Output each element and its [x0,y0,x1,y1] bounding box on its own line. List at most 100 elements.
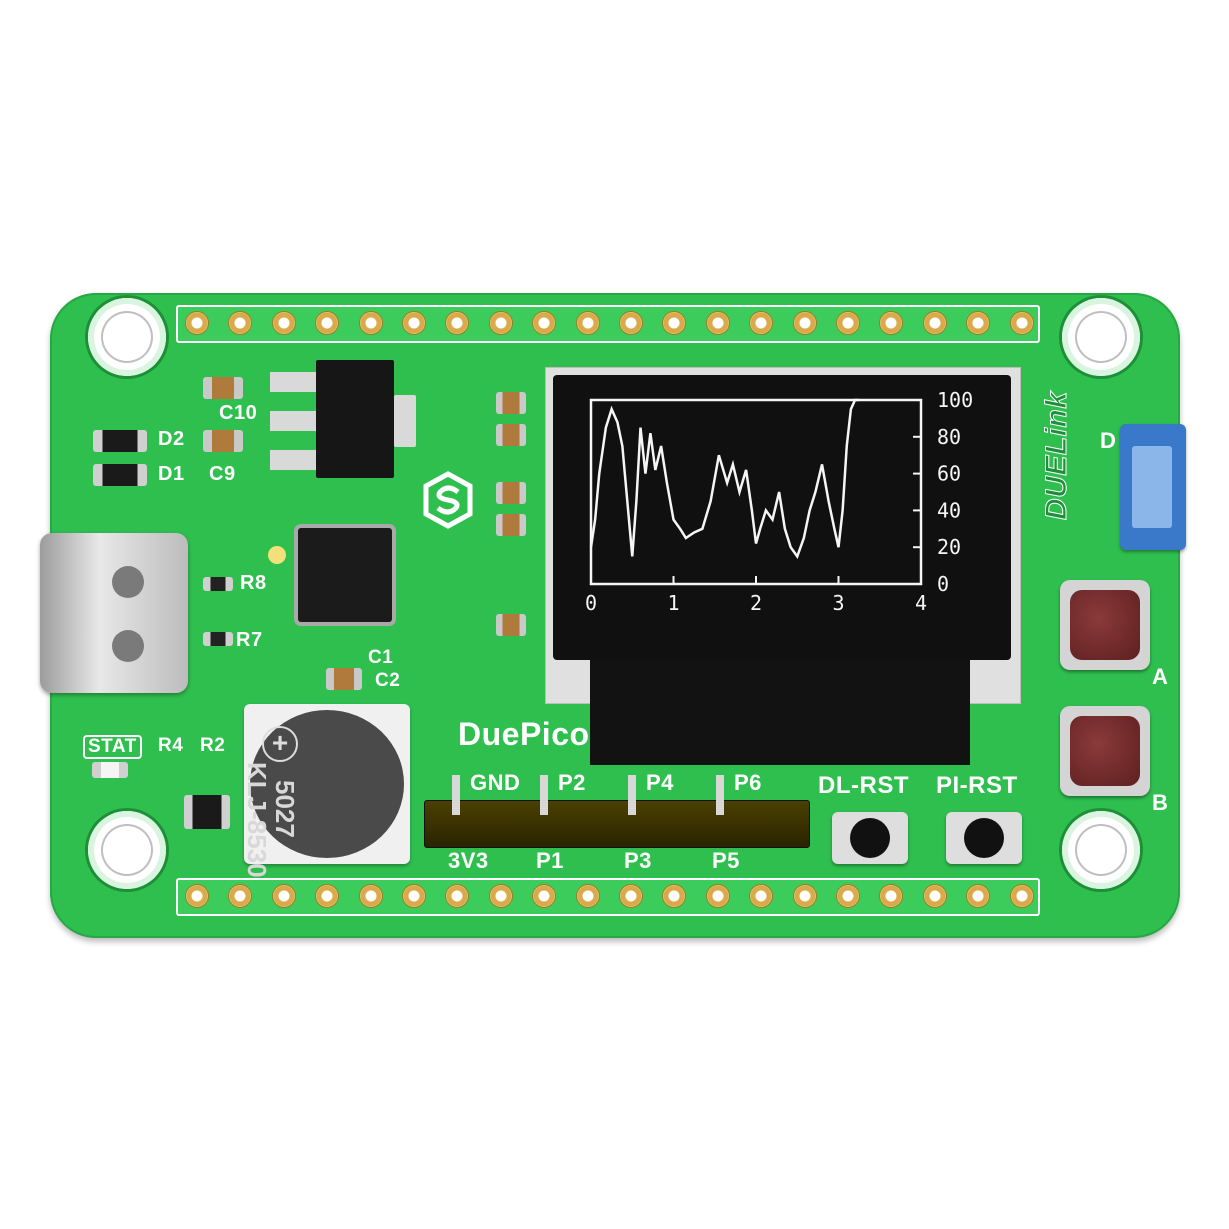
pi-reset-button[interactable] [946,812,1022,864]
usb-c-hole-bottom [112,630,144,662]
chart-y-tick-label: 60 [937,462,961,486]
gpio-pad [1010,885,1033,907]
label-stat: STAT [83,735,142,759]
pin-header-pins [452,775,752,815]
capacitor-oled-2 [496,424,526,446]
button-b[interactable] [1060,706,1150,796]
gpio-pad [837,885,859,907]
gpio-pad [967,312,990,334]
resistor-r7 [203,632,233,646]
mounting-hole-top-right [1062,298,1140,376]
gpio-pad [663,885,686,907]
label-c9: C9 [209,463,236,485]
gpio-pad [793,312,816,334]
gpio-pad [272,885,295,907]
gpio-pad [359,885,382,907]
gpio-pad [880,885,903,907]
label-r4: R4 [158,735,184,756]
gpio-pad [967,885,990,907]
header-pin-label: P1 [536,848,564,873]
capacitor-c10 [203,430,243,452]
gpio-pad [489,312,512,334]
gpio-pad [403,312,425,334]
gpio-pad [186,885,208,907]
label-a: A [1152,664,1169,689]
diode-d2 [93,430,147,452]
label-d2: D2 [158,428,185,450]
gpio-pad [316,885,339,907]
label-c2: C2 [375,670,401,691]
gpio-pad [576,885,599,907]
board-name-label: DuePico [458,716,590,752]
gpio-pad [272,312,295,334]
gpio-pad [663,312,686,334]
buzzer-label-model: KLJ-8530 [242,762,272,878]
header-pin-label: P5 [712,848,740,873]
header-pin-label: P3 [624,848,652,873]
gpio-pad [533,312,556,334]
capacitor-oled-1 [496,392,526,414]
mounting-hole-bottom-left [88,811,166,889]
dl-reset-button[interactable] [832,812,908,864]
header-pin-label: GND [470,770,521,795]
gpio-pad [620,885,642,907]
voltage-regulator [316,360,394,478]
buzzer-label-code: 5027 [270,780,300,838]
gpio-pad [186,312,208,334]
oled-connector [590,655,970,765]
duelink-connector-socket [1132,446,1172,528]
chart-y-tick-label: 80 [937,425,961,449]
gpio-pad [446,885,469,907]
diode-d1 [93,464,147,486]
regulator-tab [394,395,416,447]
capacitor-oled-4 [496,514,526,536]
chart-x-tick-label: 4 [915,591,927,615]
gpio-pad [229,885,252,907]
label-dl-rst: DL-RST [818,772,909,799]
capacitor-oled-5 [496,614,526,636]
gpio-pad [446,312,469,334]
mounting-hole-bottom-right [1062,811,1140,889]
resistor-r8 [203,577,233,591]
chart-x-tick-label: 2 [750,591,762,615]
gpio-pad [359,312,382,334]
gpio-pad [880,312,903,334]
gpio-pad [837,312,859,334]
microcontroller-chip [298,528,392,622]
status-led [92,762,128,778]
buzzer-plus-symbol: + [262,726,298,762]
label-pi-rst: PI-RST [936,772,1018,799]
label-r8: R8 [240,572,267,594]
header-pin-label: P4 [646,770,674,795]
gpio-pad [750,885,773,907]
chart-x-tick-label: 1 [668,591,680,615]
label-d: D [1100,428,1117,453]
chart-y-tick-label: 20 [937,535,961,559]
gpio-pad [706,885,729,907]
button-a[interactable] [1060,580,1150,670]
gpio-pad [706,312,729,334]
usb-c-hole-top [112,566,144,598]
company-logo-icon [418,470,478,530]
header-pin-label: P2 [558,770,586,795]
chart-y-tick-label: 0 [937,572,949,596]
gpio-header-bottom [176,878,1040,916]
gpio-pad [489,885,512,907]
gpio-pad [533,885,556,907]
header-pin-label: P6 [734,770,762,795]
transistor [184,795,230,829]
gpio-pad [316,312,339,334]
chart-y-tick-label: 40 [937,498,961,522]
duelink-logo: DUELink [1040,391,1074,521]
label-c10: C10 [219,402,258,424]
fiducial-mark [268,546,286,564]
regulator-pins [270,372,316,470]
label-d1: D1 [158,463,185,485]
label-c1: C1 [368,647,394,668]
gpio-pad [1010,312,1033,334]
capacitor-oled-3 [496,482,526,504]
gpio-pad [923,312,946,334]
label-b: B [1152,790,1169,815]
